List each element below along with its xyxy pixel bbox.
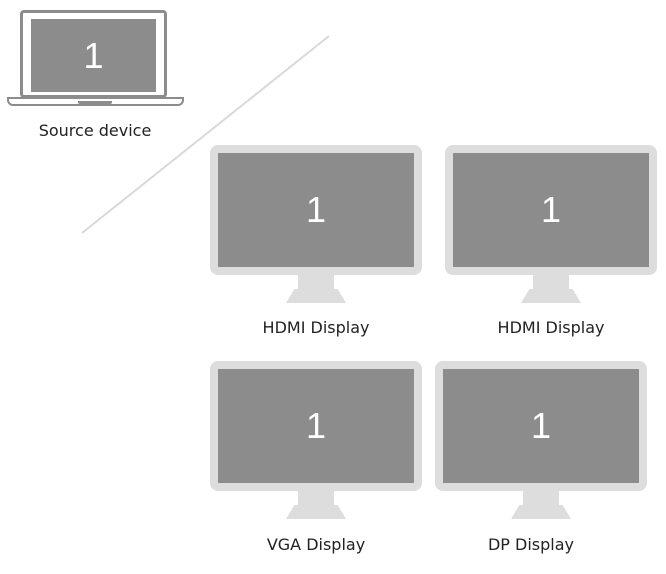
divider-line: [81, 35, 330, 234]
source-screen-number: 1: [83, 34, 104, 76]
display-hdmi-2: 1: [445, 145, 657, 305]
source-device-label: Source device: [38, 121, 152, 140]
monitor-screen: 1: [453, 153, 649, 267]
display-screen-number: 1: [530, 405, 552, 446]
monitor-neck: [523, 491, 559, 507]
monitor-neck: [298, 275, 334, 291]
display-label: VGA Display: [266, 535, 366, 554]
monitor-screen: 1: [218, 369, 414, 483]
display-label: HDMI Display: [262, 318, 370, 337]
display-screen-number: 1: [540, 189, 562, 230]
monitor-screen: 1: [443, 369, 639, 483]
display-screen-number: 1: [305, 405, 327, 446]
monitor-screen: 1: [218, 153, 414, 267]
laptop-screen: 1: [31, 19, 156, 92]
monitor-neck: [533, 275, 569, 291]
monitor-foot: [286, 505, 346, 519]
monitor-foot: [511, 505, 571, 519]
monitor-neck: [298, 491, 334, 507]
monitor-foot: [286, 289, 346, 303]
display-hdmi-1: 1: [210, 145, 422, 305]
display-label: HDMI Display: [497, 318, 605, 337]
display-label: DP Display: [487, 535, 575, 554]
display-screen-number: 1: [305, 189, 327, 230]
monitor-foot: [521, 289, 581, 303]
laptop-notch: [78, 101, 112, 104]
display-dp: 1: [435, 361, 647, 521]
display-vga: 1: [210, 361, 422, 521]
